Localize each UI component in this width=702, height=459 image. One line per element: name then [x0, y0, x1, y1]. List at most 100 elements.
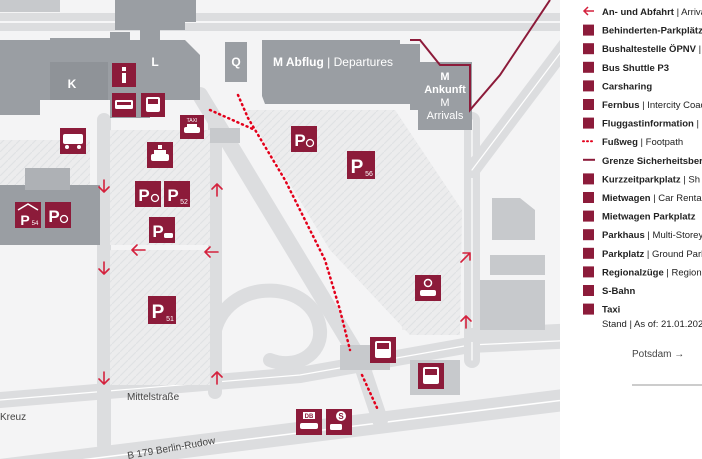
arrivals-line1: M [440, 71, 449, 83]
svg-text:52: 52 [180, 199, 188, 206]
legend-label: Mietwagen Parkplatz [602, 212, 696, 223]
street-mittelstrasse: Mittelstraße [127, 392, 180, 403]
traffic-arrows [98, 179, 472, 385]
legend-item: Carsharing [583, 80, 652, 92]
bus-stop-icon[interactable] [418, 363, 444, 389]
sbahn-icon[interactable]: S [326, 409, 352, 435]
bus-shuttle-icon[interactable] [60, 128, 86, 154]
svg-text:P: P [167, 186, 178, 205]
legend-label: Grenze Sicherheitsbereich [602, 156, 702, 167]
legend-item: Fußweg | Footpath [582, 137, 683, 148]
legend-label: Parkhaus | Multi-Storey [602, 230, 702, 241]
svg-text:P: P [20, 212, 29, 228]
legend-item: Mietwagen | Car Rental [583, 192, 702, 204]
parking-p56-icon[interactable]: P 56 [347, 151, 375, 179]
legend-label: Fernbus | Intercity Coach [602, 100, 702, 111]
svg-text:P: P [294, 131, 305, 150]
legend-item: Fernbus | Intercity Coach [583, 99, 702, 111]
svg-text:TAXI: TAXI [187, 118, 198, 124]
svg-text:P: P [138, 186, 149, 205]
parking-garage-p54-icon[interactable]: P 54 [15, 202, 41, 228]
legend-label: Bus Shuttle P3 [602, 63, 669, 74]
arrow-ne-icon [460, 252, 471, 263]
svg-text:DB: DB [305, 414, 314, 420]
arrivals-line4: Arrivals [427, 110, 464, 122]
legend-label: Mietwagen | Car Rental [602, 193, 702, 204]
info-icon[interactable] [112, 63, 136, 87]
legend-item: S-Bahn [583, 285, 635, 297]
coach-icon [583, 99, 594, 110]
legend-item: Fluggastinformation | [583, 117, 699, 130]
legend-item: Mietwagen Parkplatz [583, 210, 696, 223]
regional-train-icon[interactable]: DB [296, 409, 322, 435]
legend-label: An- und Abfahrt | Arrival [602, 7, 702, 18]
taxi-icon[interactable]: TAXI [180, 115, 204, 139]
arrow-up-icon [460, 315, 472, 329]
legend-label: Regionalzüge | Regional [602, 267, 702, 278]
arrow-left-icon [204, 246, 219, 258]
svg-text:P: P [48, 207, 59, 226]
short-term-parking-icon [583, 173, 594, 185]
legend-item: Bus Shuttle P3 [583, 61, 669, 74]
bus-shuttle-icon [583, 61, 594, 73]
arrow-left-icon [582, 6, 594, 16]
parking-areas [0, 110, 462, 385]
svg-text:54: 54 [32, 221, 39, 227]
regional-train-icon [583, 266, 594, 278]
sbahn-icon [583, 285, 594, 296]
car-rental-parking-icon [583, 210, 594, 222]
legend-label: S-Bahn [602, 286, 635, 297]
legend-label: Behinderten-Parkplätze [602, 26, 702, 37]
disabled-parking-icon[interactable]: P [291, 126, 317, 152]
legend-item: Taxi [583, 303, 620, 316]
disabled-parking-icon[interactable]: P [45, 202, 71, 228]
carsharing-icon[interactable] [415, 275, 441, 301]
svg-text:51: 51 [166, 316, 174, 323]
bus-stop-icon [583, 43, 594, 55]
legend-status: Stand | As of: 21.01.2020 [602, 319, 702, 330]
buildings [0, 0, 545, 395]
legend-item: An- und Abfahrt | Arrival [582, 6, 702, 18]
building-k-label: K [68, 77, 77, 91]
legend-label: Parkplatz | Ground Parking [602, 249, 702, 260]
arrow-down-icon [98, 371, 110, 385]
arrivals-label: M Ankunft M Arrivals [424, 71, 466, 122]
coach-icon[interactable] [112, 93, 136, 117]
building-l-label: L [151, 55, 158, 69]
legend-label: Taxi [602, 305, 620, 316]
carsharing-icon [583, 80, 594, 92]
disabled-parking-icon[interactable]: P [135, 181, 161, 207]
info-icon [583, 117, 594, 129]
car-rental-icon[interactable] [147, 142, 173, 168]
svg-text:P: P [152, 302, 165, 323]
arrow-down-icon [98, 179, 110, 193]
legend-item: Behinderten-Parkplätze [583, 24, 702, 37]
svg-text:P: P [351, 157, 364, 178]
bus-stop-icon[interactable] [141, 93, 165, 117]
arrow-down-icon [98, 261, 110, 275]
arrow-up-icon [211, 183, 223, 197]
departures-label: M Abflug | Departures [273, 55, 393, 69]
legend-item: Kurzzeitparkplatz | Sh [583, 173, 700, 185]
legend-item: Grenze Sicherheitsbereich [583, 156, 702, 167]
legend-label: Fußweg | Footpath [602, 137, 683, 148]
legend-item: Parkplatz | Ground Parking [583, 247, 702, 260]
svg-text:S: S [338, 412, 344, 421]
car-rental-parking-icon[interactable]: P [149, 217, 175, 243]
legend-item: Bushaltestelle ÖPNV | [583, 43, 701, 55]
svg-text:56: 56 [365, 171, 373, 178]
svg-text:P: P [152, 222, 163, 241]
parking-p51-icon[interactable]: P 51 [148, 296, 176, 324]
map-area: K L Q M Abflug | Departures M Ankunft M … [0, 0, 560, 459]
bus-stop-icon[interactable] [370, 337, 396, 363]
legend-item: Parkhaus | Multi-Storey [583, 229, 702, 241]
legend-label: Carsharing [602, 81, 652, 92]
building-q-label: Q [231, 55, 240, 69]
parking-p52-icon[interactable]: P 52 [164, 181, 190, 207]
map-icons: TAXI P [15, 63, 444, 435]
arrow-left-icon [131, 244, 146, 256]
legend-label: Kurzzeitparkplatz | Sh [602, 174, 700, 185]
legend-label: Fluggastinformation | [602, 119, 699, 130]
